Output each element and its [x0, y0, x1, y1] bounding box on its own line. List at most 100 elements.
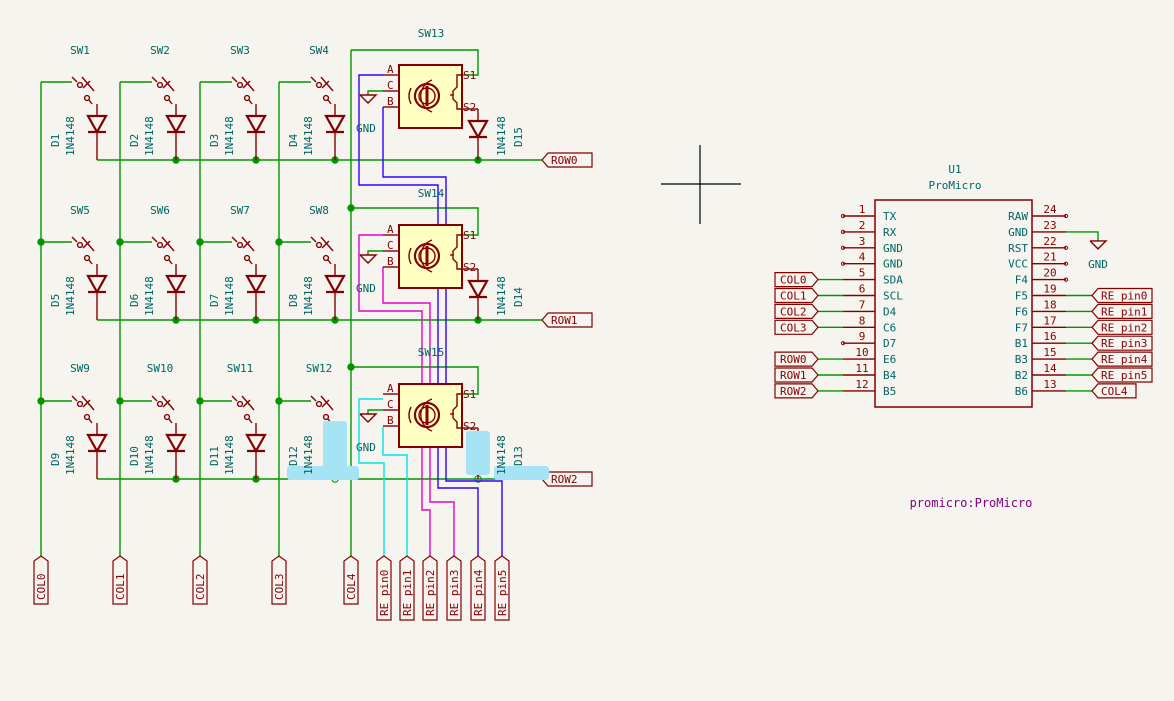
diode-d11[interactable] — [245, 423, 267, 479]
global-label[interactable] — [1091, 319, 1153, 335]
key-switch-sw4[interactable] — [310, 76, 334, 105]
mcu-pin-number: 12 — [855, 378, 868, 391]
rotary-encoder-sw14[interactable] — [359, 224, 463, 289]
key-switch-sw3[interactable] — [231, 76, 255, 105]
encoder-s1-wire[interactable] — [351, 49, 479, 76]
diode-value-label: 1N4148 — [223, 276, 236, 316]
key-switch-sw7[interactable] — [231, 236, 255, 265]
global-label[interactable] — [1091, 367, 1153, 383]
mcu-gnd-wire[interactable] — [1066, 231, 1099, 241]
key-switch-sw2[interactable] — [151, 76, 175, 105]
global-label[interactable] — [494, 555, 510, 621]
switch-actuator — [320, 236, 334, 252]
re-wire-pin2[interactable] — [358, 234, 431, 556]
rotary-encoder-sw15[interactable] — [359, 383, 463, 448]
global-label[interactable] — [1091, 303, 1153, 319]
global-label[interactable] — [541, 152, 593, 168]
global-label-text: RE pin4 — [472, 569, 485, 616]
junction-dot — [116, 397, 124, 405]
switch-ref-label: SW6 — [150, 204, 170, 217]
mcu-pin-name: GND — [1008, 226, 1028, 239]
switch-contact — [83, 254, 91, 262]
switch-actuator-stem — [82, 240, 91, 249]
key-switch-sw9[interactable] — [71, 395, 95, 424]
key-switch-sw8[interactable] — [310, 236, 334, 265]
diode-triangle — [165, 274, 187, 295]
global-label[interactable] — [774, 303, 819, 319]
global-label[interactable] — [774, 272, 819, 288]
global-label[interactable] — [271, 555, 287, 605]
switch-lead — [248, 259, 253, 265]
switch-lead — [168, 259, 173, 265]
key-switch-sw1[interactable] — [71, 76, 95, 105]
global-label[interactable] — [774, 351, 819, 367]
diode-triangle — [245, 274, 267, 295]
switch-actuator-stem — [162, 80, 171, 89]
global-label[interactable] — [774, 383, 819, 399]
rotary-encoder-sw13[interactable] — [359, 64, 463, 129]
global-label[interactable] — [1091, 383, 1137, 399]
global-label[interactable] — [192, 555, 208, 605]
switch-actuator-stem — [82, 399, 91, 408]
encoder-s1-wire[interactable] — [351, 366, 479, 395]
key-switch-sw5[interactable] — [71, 236, 95, 265]
diode-d15[interactable] — [463, 108, 489, 160]
global-label[interactable] — [541, 312, 593, 328]
encoder-gnd-wire[interactable] — [367, 409, 383, 414]
encoder-s1-wire[interactable] — [351, 207, 479, 236]
global-label[interactable] — [774, 287, 819, 304]
global-label[interactable] — [343, 555, 359, 605]
diode-d7[interactable] — [245, 264, 267, 320]
switch-contact — [156, 400, 164, 408]
key-switch-sw6[interactable] — [151, 236, 175, 265]
global-label[interactable] — [1091, 351, 1153, 367]
mcu-pin-number: 20 — [1043, 267, 1056, 280]
global-label[interactable] — [376, 555, 392, 621]
re-wire-pin4[interactable] — [358, 74, 479, 556]
global-label[interactable] — [774, 367, 819, 383]
re-wire-pin1[interactable] — [382, 427, 408, 556]
encoder-gnd-wire[interactable] — [367, 90, 383, 95]
global-label[interactable] — [112, 555, 128, 605]
encoder-gnd-wire[interactable] — [367, 250, 383, 255]
global-label[interactable] — [1091, 335, 1153, 351]
key-switch-sw11[interactable] — [231, 395, 255, 424]
diode-d8[interactable] — [324, 264, 346, 320]
encoder-wiper — [408, 406, 412, 424]
mcu-pin-number: 4 — [859, 251, 866, 264]
re-wire-pin0[interactable] — [358, 398, 385, 556]
global-label[interactable] — [774, 319, 819, 335]
mcu-pin-number: 19 — [1043, 283, 1056, 296]
diode-d9[interactable] — [86, 423, 108, 479]
diode-d10[interactable] — [165, 423, 187, 479]
diode-d4[interactable] — [324, 104, 346, 160]
global-label[interactable] — [422, 555, 438, 621]
global-label[interactable] — [470, 555, 486, 621]
switch-contact — [156, 81, 164, 89]
mcu-footprint-label: promicro:ProMicro — [910, 496, 1033, 510]
global-label[interactable] — [446, 555, 462, 621]
key-switch-sw12[interactable] — [310, 395, 334, 424]
re-wire-pin5[interactable] — [382, 107, 503, 556]
diode-d3[interactable] — [245, 104, 267, 160]
diode-triangle — [86, 114, 108, 135]
promicro-u1[interactable] — [840, 199, 1108, 408]
global-label[interactable] — [1091, 287, 1153, 304]
global-label[interactable] — [399, 555, 415, 621]
diode-d6[interactable] — [165, 264, 187, 320]
diode-d1[interactable] — [86, 104, 108, 160]
junction-dot — [347, 363, 355, 371]
diode-value-label: 1N4148 — [64, 276, 77, 316]
diode-d14[interactable] — [463, 268, 489, 320]
mcu-pin-number: 22 — [1043, 235, 1056, 248]
diode-d2[interactable] — [165, 104, 187, 160]
diode-d5[interactable] — [86, 264, 108, 320]
diode-ref-label: D11 — [208, 446, 221, 466]
switch-actuator — [241, 395, 255, 411]
global-label[interactable] — [33, 555, 49, 605]
switch-actuator — [241, 236, 255, 252]
switch-ref-label: SW9 — [70, 362, 90, 375]
key-switch-sw10[interactable] — [151, 395, 175, 424]
switch-contact — [76, 400, 84, 408]
